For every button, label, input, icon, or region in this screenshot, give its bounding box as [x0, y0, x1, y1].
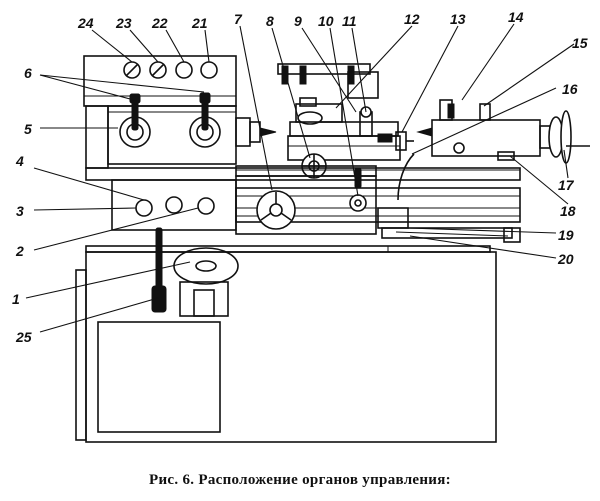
dial-21	[200, 61, 218, 79]
leader-lines	[25, 23, 575, 333]
label-6: 6	[24, 65, 32, 81]
motor-cover-1	[173, 247, 239, 317]
callout-labels: 24 23 22 21 6 5 4 3 2 1 25 7 8 9 10 11 1…	[12, 9, 588, 345]
label-14: 14	[508, 9, 524, 25]
label-4: 4	[15, 153, 24, 169]
label-21: 21	[191, 15, 208, 31]
dial-23	[149, 61, 167, 79]
rod-end-20	[503, 227, 521, 243]
carriage-handwheel-7	[256, 190, 296, 230]
label-7: 7	[234, 11, 243, 27]
apron	[235, 165, 377, 235]
label-13: 13	[450, 11, 466, 27]
dial-24	[123, 61, 141, 79]
lever-19	[377, 207, 513, 239]
label-10: 10	[318, 13, 334, 29]
tool-post	[277, 63, 414, 161]
label-25: 25	[15, 329, 32, 345]
label-2: 2	[15, 243, 24, 259]
feed-lever-16	[397, 153, 415, 201]
label-22: 22	[151, 15, 168, 31]
label-17: 17	[558, 177, 575, 193]
gearbox-panel	[111, 179, 237, 231]
cabinet	[75, 245, 497, 443]
label-23: 23	[115, 15, 132, 31]
label-1: 1	[12, 291, 20, 307]
apron-lever-10	[349, 167, 367, 212]
label-8: 8	[266, 13, 274, 29]
label-19: 19	[558, 227, 574, 243]
lever-6	[189, 92, 221, 148]
label-18: 18	[560, 203, 576, 219]
label-15: 15	[572, 35, 588, 51]
label-16: 16	[562, 81, 578, 97]
label-11: 11	[342, 13, 357, 29]
label-3: 3	[16, 203, 24, 219]
label-24: 24	[77, 15, 94, 31]
lever-25	[151, 227, 167, 313]
label-5: 5	[24, 121, 32, 137]
label-12: 12	[404, 11, 420, 27]
lever-5	[119, 93, 151, 148]
spindle-chuck	[235, 117, 277, 147]
label-20: 20	[557, 251, 574, 267]
figure-caption: Рис. 6. Расположение органов управления:	[149, 472, 451, 488]
label-9: 9	[294, 13, 302, 29]
dial-22	[175, 61, 193, 79]
